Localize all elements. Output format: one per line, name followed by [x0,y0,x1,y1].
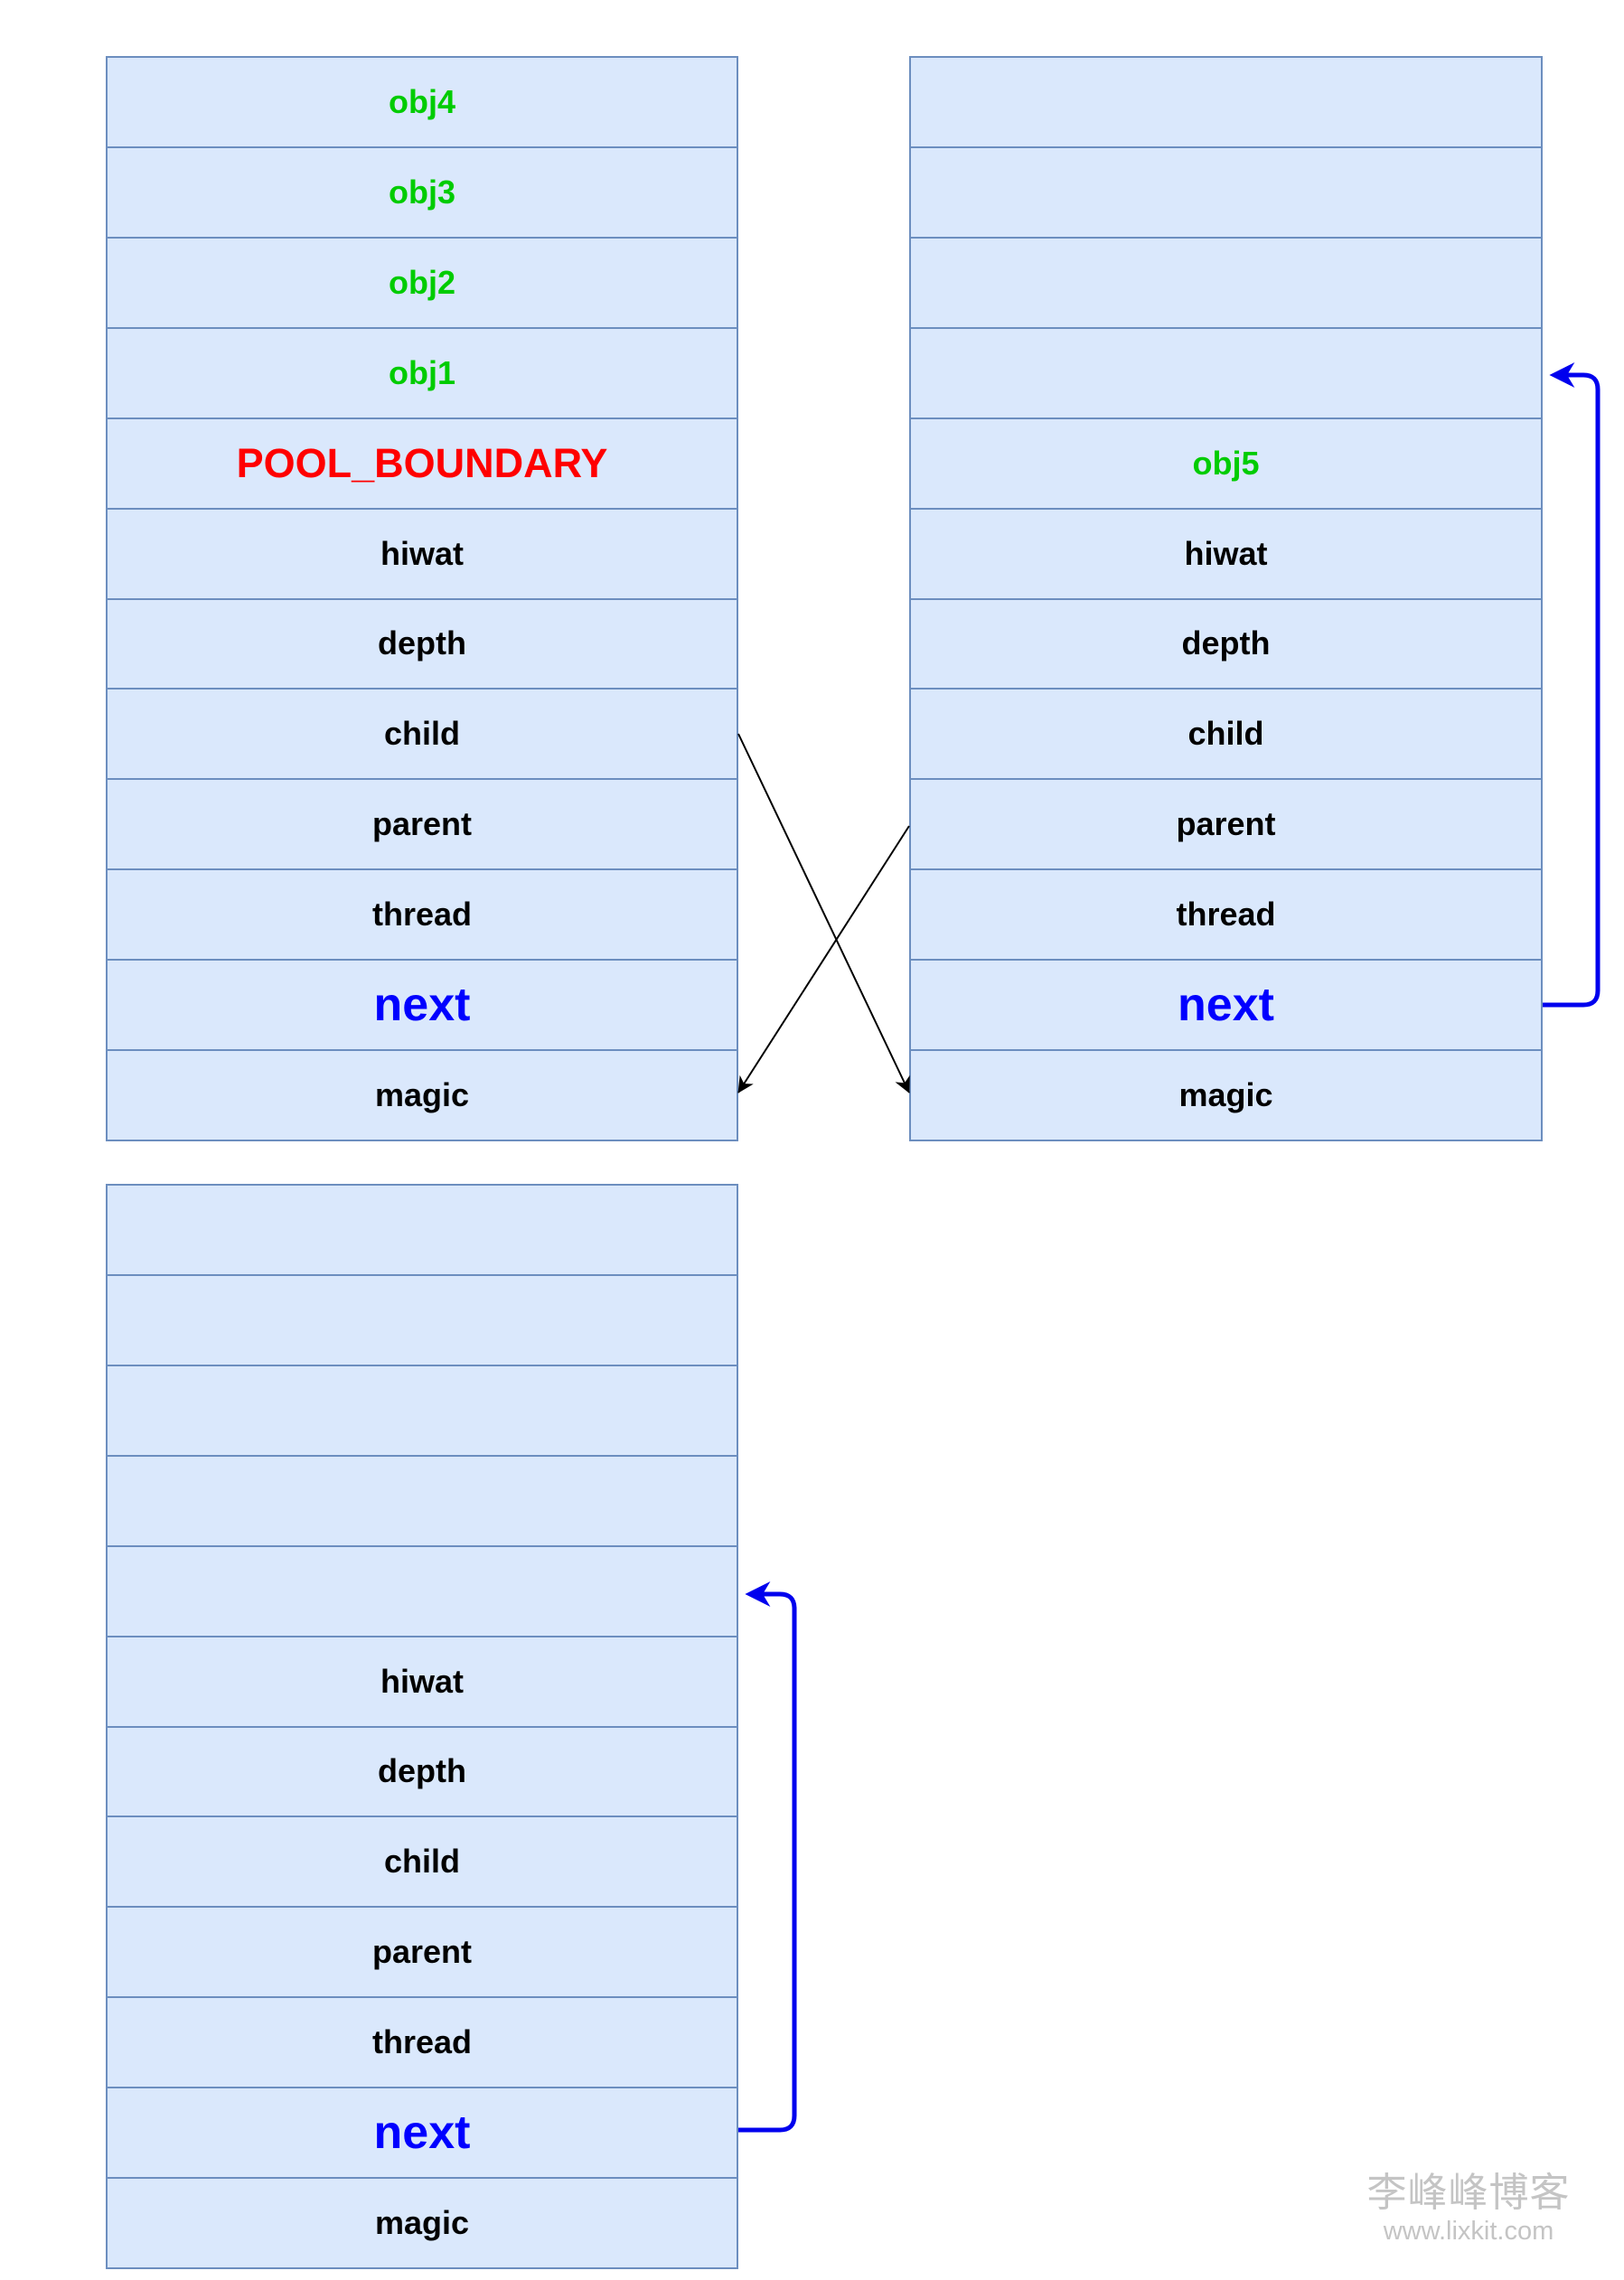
cell-parent: parent [108,778,737,868]
cell-depth: depth [108,597,737,689]
cell-label: hiwat [1184,534,1268,572]
cell-label: parent [1176,805,1276,843]
cell-child: child [911,688,1541,778]
cell-empty [108,1364,737,1455]
cell-label: thread [371,2023,473,2061]
cell-obj5: obj5 [911,417,1541,508]
cell-label: POOL_BOUNDARY [236,440,608,487]
cell-obj2: obj2 [108,236,737,327]
cell-label: child [383,1843,460,1881]
cell-depth: depth [108,1725,737,1816]
cell-label: depth [378,1752,466,1790]
cell-label: obj4 [388,82,455,120]
cell-empty [911,326,1541,418]
cell-label: hiwat [380,1662,464,1700]
cell-label: child [383,715,460,753]
cell-obj1: obj1 [108,326,737,418]
cell-label: obj5 [1192,444,1260,482]
cell-depth: depth [911,597,1541,689]
cell-label: obj2 [388,263,455,301]
cell-magic: magic [911,1049,1541,1140]
cell-parent: parent [108,1906,737,1996]
cell-empty [108,1273,737,1365]
watermark-url: www.lixkit.com [1383,2217,1554,2246]
cell-hiwat: hiwat [108,507,737,598]
watermark-title: 李峰峰博客 [1366,2170,1571,2216]
cell-empty [911,236,1541,327]
cell-next: next [108,959,737,1049]
cell-label: obj1 [388,353,455,391]
cell-label: magic [374,1076,470,1114]
cell-empty [911,58,1541,146]
cell-label: thread [371,896,473,934]
cell-empty [108,1454,737,1545]
cell-thread: thread [108,1996,737,2087]
cell-child: child [108,1816,737,1906]
memory-table-top-right: obj5 hiwat depth child parent thread nex… [909,56,1543,1141]
cell-label: thread [1176,896,1276,934]
cell-label: next [373,979,471,1032]
cell-next: next [911,959,1541,1049]
watermark: 李峰峰博客 www.lixkit.com [1360,2171,1577,2247]
memory-table-top-left: obj4 obj3 obj2 obj1 POOL_BOUNDARY hiwat … [106,56,738,1141]
cell-label: obj3 [388,173,455,211]
next-pointer-arrow-top-right [1543,362,1601,1008]
cell-hiwat: hiwat [108,1635,737,1726]
cell-thread: thread [911,868,1541,959]
cell-magic: magic [108,2177,737,2267]
cell-empty [108,1186,737,1274]
cell-hiwat: hiwat [911,507,1541,598]
cell-thread: thread [108,868,737,959]
cell-magic: magic [108,1049,737,1140]
memory-table-bottom-left: hiwat depth child parent thread next mag… [106,1184,738,2269]
cell-obj4: obj4 [108,58,737,146]
cell-empty [108,1544,737,1636]
next-pointer-arrow-bottom-left [738,1581,797,2133]
cell-label: magic [1178,1076,1273,1114]
cell-parent: parent [911,778,1541,868]
cell-child: child [108,688,737,778]
cell-label: parent [371,1933,473,1971]
cell-label: depth [378,624,466,662]
cell-pool-boundary: POOL_BOUNDARY [108,417,737,508]
cell-next: next [108,2087,737,2177]
parent-to-magic-arrow [737,825,910,1093]
cell-label: hiwat [380,534,464,572]
cell-label: depth [1181,624,1271,662]
cell-label: magic [374,2204,470,2242]
cell-obj3: obj3 [108,145,737,237]
cell-label: child [1187,715,1264,753]
cell-label: next [1178,979,1274,1032]
cell-label: parent [371,805,473,843]
cell-label: next [373,2106,471,2160]
child-to-magic-arrow [737,733,910,1093]
cell-empty [911,145,1541,237]
